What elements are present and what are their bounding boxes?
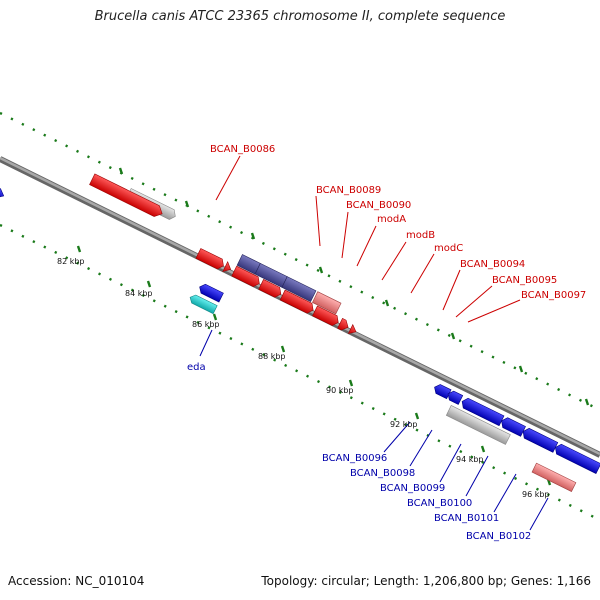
leader-BCAN_B0100 — [465, 455, 489, 497]
topology-label: Topology: circular; Length: 1,206,800 bp… — [261, 574, 591, 588]
leader-BCAN_B0095 — [455, 285, 493, 318]
inner-tick-track — [0, 223, 600, 522]
leader-BCAN_B0097 — [467, 299, 521, 323]
gene-BCAN_B0099[interactable] — [521, 427, 559, 453]
label-BCAN_B0086[interactable]: BCAN_B0086 — [210, 144, 275, 155]
label-BCAN_B0102[interactable]: BCAN_B0102 — [466, 531, 531, 542]
gene-small-red-2[interactable] — [337, 317, 351, 332]
label-BCAN_B0090[interactable]: BCAN_B0090 — [346, 200, 411, 211]
outer-tick-f — [450, 332, 456, 340]
leader-BCAN_B0086 — [215, 155, 241, 201]
outer-tick-b — [184, 200, 190, 208]
label-BCAN_B0098[interactable]: BCAN_B0098 — [350, 468, 415, 479]
gene-BCAN_B0095[interactable] — [312, 305, 340, 327]
leader-BCAN_B0090 — [341, 211, 349, 259]
label-eda[interactable]: eda — [187, 362, 206, 373]
gene-track — [0, 160, 600, 492]
gene-BCAN_B0100[interactable] — [553, 442, 600, 474]
label-BCAN_B0097[interactable]: BCAN_B0097 — [521, 290, 586, 301]
label-modC[interactable]: modC — [434, 243, 463, 254]
scale-tracks — [0, 111, 600, 522]
scale-label-96: 96 kbp — [522, 490, 550, 499]
scale-label-86: 86 kbp — [192, 320, 220, 329]
leader-modB — [381, 241, 407, 281]
scale-label-82: 82 kbp — [57, 257, 85, 266]
label-BCAN_B0101[interactable]: BCAN_B0101 — [434, 513, 499, 524]
gene-left-blue-2[interactable] — [0, 160, 6, 200]
label-modB[interactable]: modB — [406, 230, 435, 241]
gene-BCAN_B0086[interactable] — [89, 173, 165, 219]
gene-blue-eda-upper[interactable] — [197, 282, 224, 303]
scale-label-88: 88 kbp — [258, 352, 286, 361]
outer-tick-h — [584, 398, 590, 406]
gene-grey-lower[interactable] — [445, 405, 511, 445]
scale-label-84: 84 kbp — [125, 289, 153, 298]
label-leaders — [199, 155, 549, 531]
leader-BCAN_B0089 — [315, 195, 321, 247]
leader-BCAN_B0094 — [442, 269, 461, 311]
scale-label-92: 92 kbp — [390, 420, 418, 429]
gene-BCAN_B0096[interactable] — [460, 396, 505, 427]
outer-tick-d — [318, 266, 324, 274]
gene-BCAN_B0097[interactable] — [347, 323, 358, 337]
gene-BCAN_B0098[interactable] — [499, 416, 526, 437]
gene-BCAN_B0101[interactable] — [531, 462, 577, 492]
label-BCAN_B0094[interactable]: BCAN_B0094 — [460, 259, 525, 270]
outer-tick-e — [384, 299, 390, 307]
gene-eda[interactable] — [188, 293, 218, 315]
gene-small-blue-2[interactable] — [446, 389, 464, 405]
leader-eda — [199, 329, 213, 357]
outer-tick-a — [118, 167, 124, 175]
tick-82 — [76, 245, 82, 253]
label-BCAN_B0100[interactable]: BCAN_B0100 — [407, 498, 472, 509]
tick-88 — [280, 345, 286, 353]
scale-label-94: 94 kbp — [456, 455, 484, 464]
gene-red-4[interactable] — [279, 289, 315, 315]
reverse-gene-labels: eda BCAN_B0096 BCAN_B0098 BCAN_B0099 BCA… — [187, 362, 531, 542]
leader-modC — [410, 253, 435, 294]
scale-labels: 82 kbp 84 kbp 86 kbp 88 kbp 90 kbp 92 kb… — [57, 257, 550, 499]
gene-red-2[interactable] — [231, 265, 262, 288]
leader-BCAN_B0101 — [493, 473, 517, 513]
scale-label-90: 90 kbp — [326, 386, 354, 395]
leader-BCAN_B0098 — [409, 429, 433, 467]
label-modA[interactable]: modA — [377, 214, 406, 225]
gene-small-red-1[interactable] — [222, 261, 233, 275]
leader-modA — [356, 225, 377, 267]
tick-92 — [414, 412, 420, 420]
leader-BCAN_B0099 — [439, 443, 462, 483]
label-BCAN_B0099[interactable]: BCAN_B0099 — [380, 483, 445, 494]
gene-BCAN_B0094[interactable] — [312, 291, 342, 315]
label-BCAN_B0096[interactable]: BCAN_B0096 — [322, 453, 387, 464]
outer-tick-g — [518, 365, 524, 373]
gene-small-blue-1[interactable] — [432, 383, 452, 400]
label-BCAN_B0089[interactable]: BCAN_B0089 — [316, 185, 381, 196]
gene-modC[interactable] — [281, 276, 317, 302]
map-title: Brucella canis ATCC 23365 chromosome II,… — [94, 9, 506, 24]
gene-BCAN_B0090[interactable] — [195, 248, 226, 270]
label-BCAN_B0095[interactable]: BCAN_B0095 — [492, 275, 557, 286]
outer-tick-c — [250, 232, 256, 240]
tick-94 — [480, 445, 486, 453]
gene-red-3[interactable] — [258, 279, 284, 299]
tick-86 — [212, 313, 218, 321]
accession-label: Accession: NC_010104 — [8, 574, 145, 588]
tick-90 — [348, 379, 354, 387]
leader-BCAN_B0096 — [383, 421, 411, 453]
leader-BCAN_B0102 — [529, 497, 549, 531]
tick-84 — [146, 280, 152, 288]
forward-gene-labels: BCAN_B0086 BCAN_B0089 BCAN_B0090 modA mo… — [210, 144, 586, 301]
outer-tick-track — [0, 111, 600, 412]
